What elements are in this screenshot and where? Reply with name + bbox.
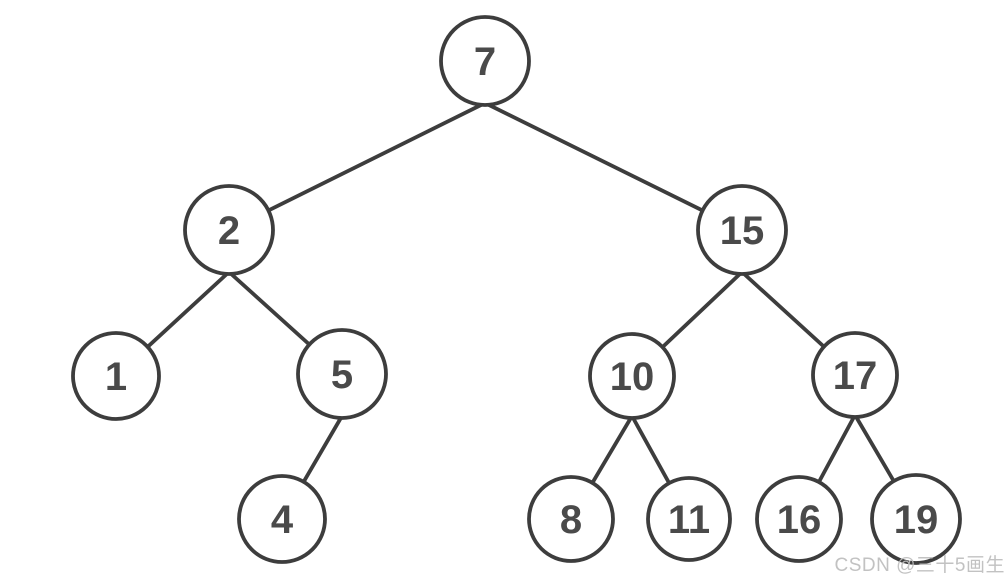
tree-node-value-5: 5 <box>331 353 353 397</box>
tree-node-15: 15 <box>696 184 788 276</box>
tree-edge-7-2 <box>227 101 487 232</box>
tree-edge-7-15 <box>483 101 744 232</box>
tree-node-circle-4 <box>237 474 327 564</box>
tree-node-value-16: 16 <box>777 498 822 542</box>
tree-node-circle-15 <box>696 184 788 276</box>
tree-node-5: 5 <box>296 328 388 420</box>
tree-node-value-17: 17 <box>833 354 878 398</box>
tree-node-value-8: 8 <box>560 498 582 542</box>
tree-node-circle-5 <box>296 328 388 420</box>
tree-node-4: 4 <box>237 474 327 564</box>
tree-node-value-4: 4 <box>271 498 294 542</box>
tree-node-circle-16 <box>755 475 843 563</box>
tree-node-value-7: 7 <box>474 40 496 84</box>
tree-node-1: 1 <box>71 331 161 421</box>
tree-node-circle-2 <box>183 184 275 276</box>
tree-node-circle-11 <box>646 476 732 562</box>
tree-node-11: 11 <box>646 476 732 562</box>
tree-node-circle-10 <box>588 332 676 420</box>
tree-node-circle-7 <box>439 15 531 107</box>
tree-node-8: 8 <box>527 475 615 563</box>
tree-node-value-11: 11 <box>668 498 710 542</box>
tree-node-value-19: 19 <box>894 498 939 542</box>
tree-node-value-15: 15 <box>720 209 765 253</box>
tree-node-19: 19 <box>870 473 962 565</box>
tree-node-circle-17 <box>811 331 899 419</box>
tree-node-value-2: 2 <box>218 209 240 253</box>
tree-node-2: 2 <box>183 184 275 276</box>
tree-node-17: 17 <box>811 331 899 419</box>
tree-node-value-10: 10 <box>610 355 655 399</box>
tree-node-16: 16 <box>755 475 843 563</box>
tree-node-circle-1 <box>71 331 161 421</box>
tree-node-circle-8 <box>527 475 615 563</box>
tree-node-value-1: 1 <box>105 355 127 399</box>
tree-node-10: 10 <box>588 332 676 420</box>
tree-node-7: 7 <box>439 15 531 107</box>
tree-node-circle-19 <box>870 473 962 565</box>
